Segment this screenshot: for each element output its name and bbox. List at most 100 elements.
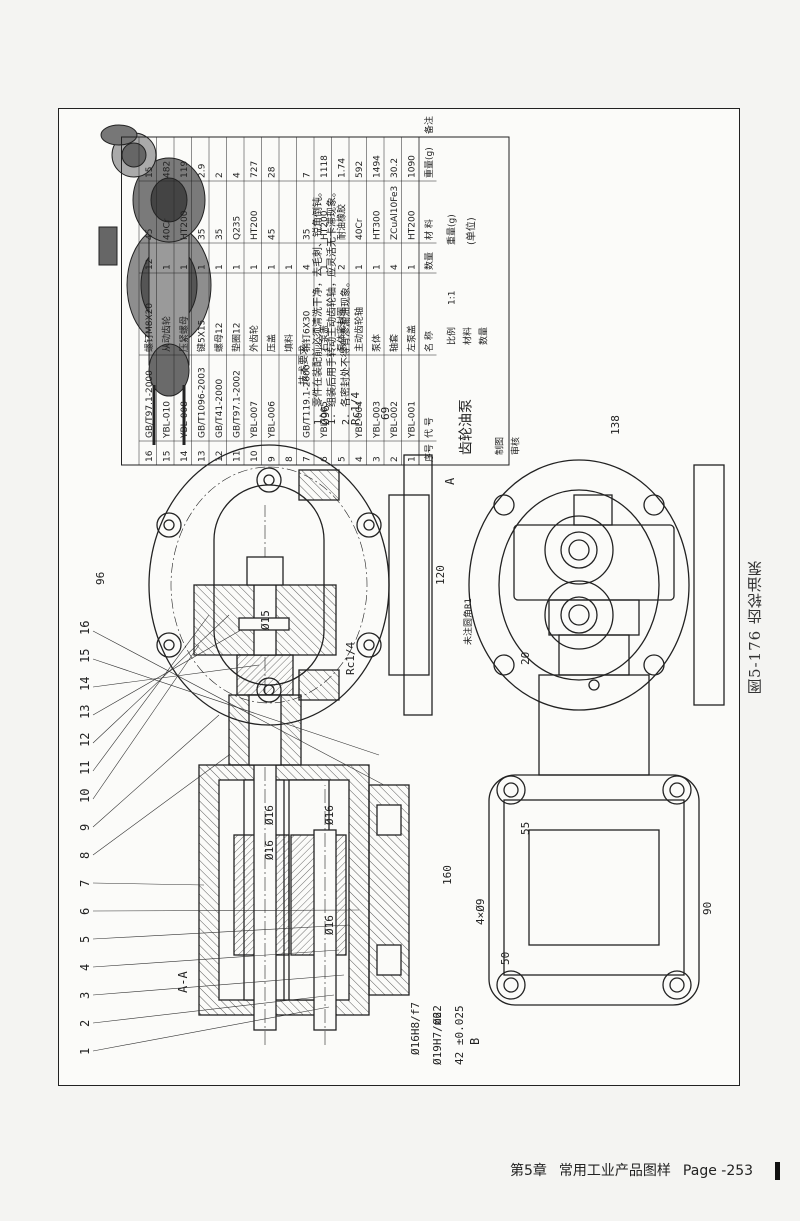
- title-block-text: 制图: [494, 437, 506, 455]
- bom-cell: 螺母12: [214, 323, 225, 352]
- bom-cell: 727: [250, 161, 260, 178]
- bom-cell: 压盖: [266, 334, 278, 352]
- bom-cell: 2: [215, 172, 225, 178]
- bom-cell: GB/T1096-2003: [198, 367, 208, 438]
- title-block-text: 审核: [510, 437, 522, 455]
- part-number-label: 11: [78, 761, 92, 775]
- dim-120: 120: [434, 565, 447, 585]
- part-number-label: 13: [78, 705, 92, 719]
- title-block-text: 重量(g): [446, 214, 458, 245]
- bom-cell: 1: [233, 264, 243, 270]
- bom-cell: 泵体密封圈: [336, 307, 348, 352]
- bom-cell: 119: [180, 161, 190, 178]
- bom-cell: 压紧螺母: [179, 316, 190, 352]
- bom-cell: 销钉6X30: [301, 310, 313, 352]
- bom-cell: 4: [355, 456, 365, 462]
- dim-90: 90: [701, 902, 714, 915]
- leader-line: [92, 882, 205, 886]
- title-block-text: 材料: [462, 327, 474, 345]
- bom-cell: Q235: [233, 216, 243, 240]
- leader-line: [92, 994, 335, 1024]
- bom-cell: 从动齿轮: [161, 316, 173, 352]
- leader-line: [92, 629, 242, 716]
- bom-cell: 4: [233, 172, 243, 178]
- part-number-label: 10: [78, 789, 92, 803]
- dim-phi16-a: Ø16: [263, 840, 276, 860]
- part-number-label: 12: [78, 733, 92, 747]
- leader-line: [92, 949, 340, 968]
- bom-cell: 9: [268, 456, 278, 462]
- title-block-text: (单位): [465, 217, 478, 245]
- bom-cell: 1: [180, 264, 190, 270]
- leader-line: [92, 614, 230, 744]
- bom-cell: YBL-005: [320, 401, 330, 439]
- bom-cell: 15: [145, 167, 155, 178]
- bom-cell: GB/T119.1-2000: [303, 364, 313, 438]
- leader-line: [92, 664, 260, 688]
- bom-header-cell: 重量(g): [423, 147, 435, 178]
- bom-cell: YBL-008: [180, 401, 190, 439]
- title-block-text: 数量: [478, 327, 490, 345]
- dim-138: 138: [609, 415, 622, 435]
- bom-cell: 1494: [373, 155, 383, 178]
- leader-line: [92, 630, 385, 786]
- part-number-label: 5: [78, 936, 92, 943]
- bom-cell: 15: [163, 451, 173, 462]
- bom-cell: 11: [233, 451, 243, 462]
- dim-rc14-top: Rc1/4: [349, 392, 362, 425]
- bom-cell: 1: [320, 264, 330, 270]
- rotated-sheet: 50 55 20 160 90 4×Ø9 Ø22 Ø16H8/f7 Ø19H7/…: [59, 109, 739, 1085]
- bom-cell: YBL-001: [408, 401, 418, 439]
- bom-cell: 4: [390, 264, 400, 270]
- bom-cell: 耐油橡胶: [336, 204, 348, 240]
- bom-cell: YBL-010: [163, 401, 173, 439]
- bom-header-cell: 备注: [423, 116, 435, 134]
- bom-cell: 轴套: [388, 334, 400, 352]
- bom-cell: YBL-006: [268, 401, 278, 439]
- bom-cell: YBL-004: [355, 401, 365, 439]
- section-mark-b: B: [468, 1038, 482, 1045]
- part-number-label: 14: [78, 677, 92, 691]
- side-view: [148, 444, 433, 726]
- bom-cell: 10: [250, 450, 260, 462]
- dim-rc14-side: Rc1/4: [344, 642, 357, 675]
- bom-cell: GB/T97.1-2000: [145, 370, 155, 438]
- bom-cell: 40Cr: [355, 218, 365, 240]
- dim-69: 69: [379, 407, 392, 420]
- part-number-label: 4: [78, 964, 92, 971]
- bom-cell: HT200: [250, 210, 260, 240]
- part-number-label: 7: [78, 880, 92, 887]
- bom-cell: GB/T97.1-2002: [233, 370, 243, 438]
- footer-title: 常用工业产品图样: [558, 1163, 671, 1179]
- bom-cell: 右泵盖: [318, 325, 330, 352]
- bom-cell: 左泵盖: [406, 325, 418, 352]
- title-block-text: 1:1: [448, 291, 458, 305]
- bom-cell: 14: [180, 450, 190, 462]
- part-number-label: 9: [78, 824, 92, 831]
- dim-phi16-b: Ø16: [323, 915, 336, 935]
- bom-cell: 6: [320, 456, 330, 462]
- dim-160: 160: [441, 865, 454, 885]
- dim-phi16-d: Ø16: [323, 805, 336, 825]
- bom-cell: HT200: [320, 210, 330, 240]
- bom-cell: 45: [145, 229, 155, 240]
- part-number-label: 15: [78, 649, 92, 663]
- section-view-aa: [193, 505, 410, 1045]
- bill-of-materials: 16GB/T97.1-2000螺钉M8X2012451515YBL-010从动齿…: [121, 116, 522, 466]
- bom-cell: YBL-003: [373, 401, 383, 439]
- assembly-drawing: 50 55 20 160 90 4×Ø9 Ø22 Ø16H8/f7 Ø19H7/…: [78, 116, 725, 1065]
- part-number-label: 8: [78, 852, 92, 859]
- section-mark-a: A: [443, 477, 457, 485]
- bom-header-cell: 代 号: [424, 417, 435, 438]
- bom-cell: 40Cr: [163, 218, 173, 240]
- bom-cell: 1: [408, 264, 418, 270]
- bom-cell: GB/T41-2000: [215, 378, 225, 438]
- leader-line: [92, 644, 200, 800]
- bom-cell: 13: [198, 451, 208, 462]
- dim-96: 50: [499, 952, 512, 965]
- dim-20: 20: [519, 652, 532, 665]
- leader-line: [92, 974, 345, 996]
- bom-cell: 45: [268, 229, 278, 240]
- footer-chapter: 第5章: [510, 1163, 547, 1179]
